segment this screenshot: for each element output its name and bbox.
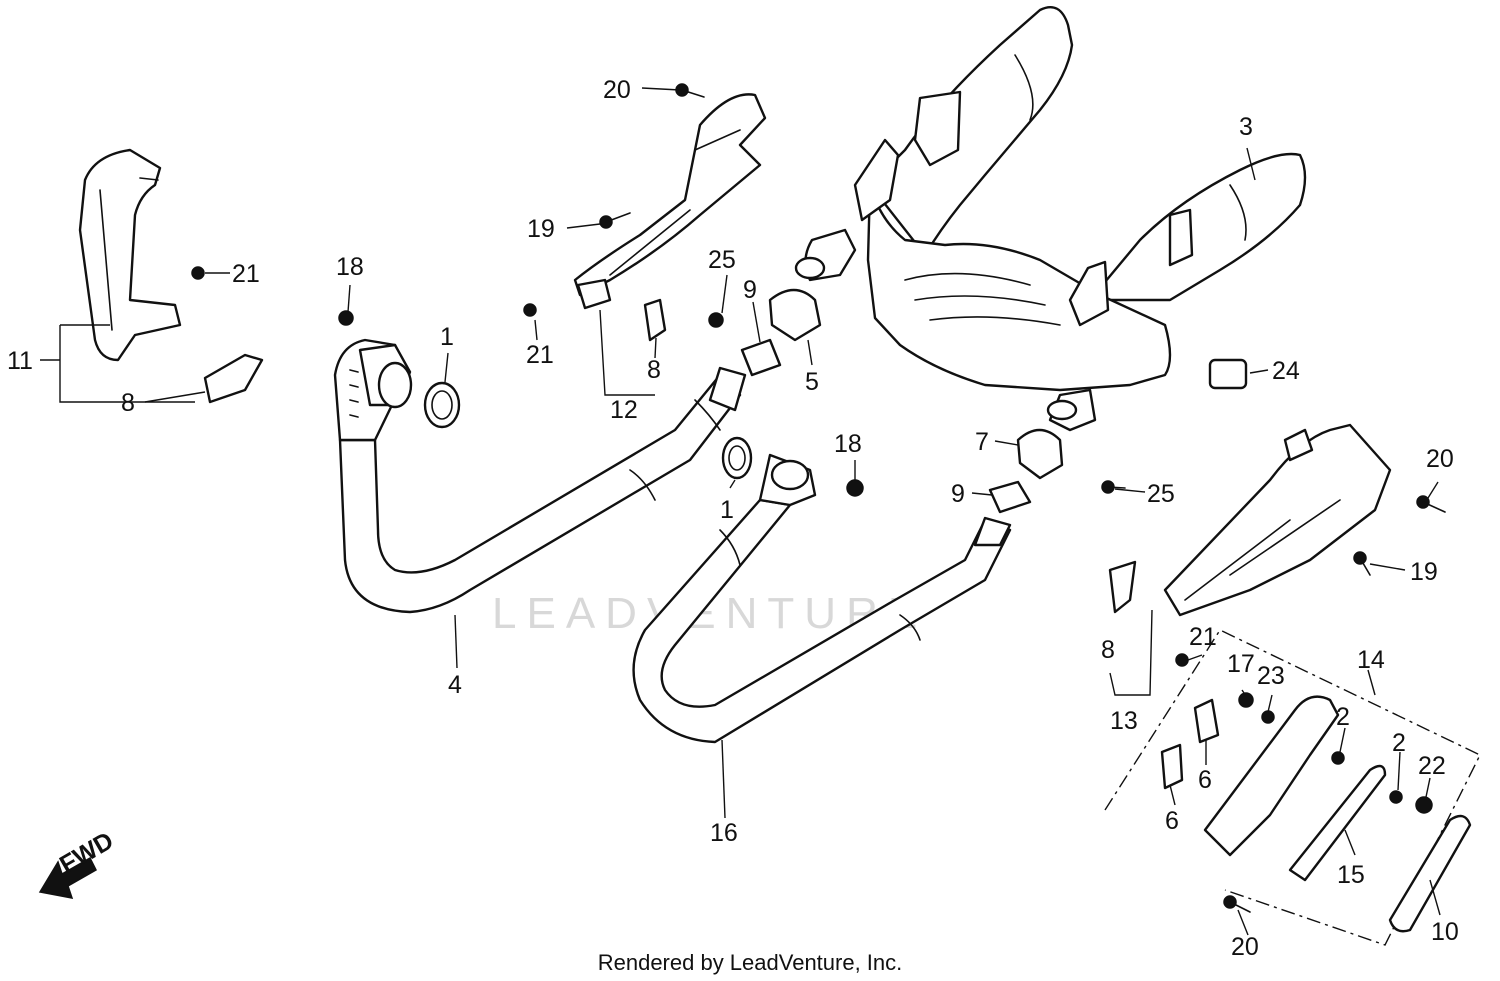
callout-15: 15: [1337, 861, 1365, 889]
callout-24: 24: [1272, 357, 1300, 385]
callout-8-left: 8: [121, 389, 135, 417]
callout-21-left: 21: [232, 260, 260, 288]
callout-13: 13: [1110, 707, 1138, 735]
part-clamp-7[interactable]: [1016, 428, 1064, 480]
callout-14: 14: [1357, 646, 1385, 674]
part-heat-shield-right[interactable]: [1163, 423, 1392, 617]
part-band-8a[interactable]: [203, 353, 264, 404]
part-exhaust-pipe-rear[interactable]: [632, 453, 1012, 744]
callout-19-top: 19: [527, 215, 555, 243]
part-heat-shield-left[interactable]: [78, 148, 182, 362]
callout-21-right: 21: [1189, 623, 1217, 651]
fasteners: [191, 83, 1446, 913]
part-exhaust-joint-9b[interactable]: [988, 480, 1032, 514]
callout-20-bottom: 20: [1231, 933, 1259, 961]
callout-16: 16: [710, 819, 738, 847]
part-exhaust-joint-9a[interactable]: [740, 338, 782, 377]
callout-3: 3: [1239, 113, 1253, 141]
callout-17: 17: [1227, 650, 1255, 678]
callout-8-center: 8: [647, 356, 661, 384]
part-heat-shield-upper[interactable]: [573, 93, 767, 310]
callout-8-right: 8: [1101, 636, 1115, 664]
part-gasket-center[interactable]: [721, 436, 753, 480]
part-gasket-left[interactable]: [423, 381, 461, 429]
part-muffler-assembly[interactable]: [794, 5, 1307, 432]
callout-12: 12: [610, 396, 638, 424]
callout-25-right: 25: [1147, 480, 1175, 508]
part-clamp-5[interactable]: [768, 288, 822, 342]
callout-20-top: 20: [603, 76, 631, 104]
callout-23: 23: [1257, 662, 1285, 690]
part-side-guard-set[interactable]: [1104, 629, 1481, 946]
callout-18-center: 18: [834, 430, 862, 458]
callout-11: 11: [7, 347, 33, 375]
part-band-6b[interactable]: [1160, 743, 1184, 790]
callout-10: 10: [1431, 918, 1459, 946]
footer-credit: Rendered by LeadVenture, Inc.: [597, 950, 903, 975]
part-rubber-24[interactable]: [1208, 358, 1248, 390]
callout-2-right: 2: [1392, 729, 1406, 757]
callout-1-center: 1: [720, 496, 734, 524]
callout-6-upper: 6: [1198, 766, 1212, 794]
callout-1-left: 1: [440, 323, 454, 351]
callout-25-top: 25: [708, 246, 736, 274]
callout-2-left: 2: [1336, 703, 1350, 731]
part-band-6a[interactable]: [1193, 698, 1220, 744]
callout-7: 7: [975, 428, 989, 456]
callout-19-right: 19: [1410, 558, 1438, 586]
callout-20-right: 20: [1426, 445, 1454, 473]
callouts: 20 19 21 18 1 21 25 9 5 8 12 11 8 3 24 7…: [7, 76, 1459, 961]
callout-9-top: 9: [743, 276, 757, 304]
callout-9-center: 9: [951, 480, 965, 508]
callout-18-left: 18: [336, 253, 364, 281]
part-band-8c[interactable]: [1108, 560, 1137, 614]
callout-21-center: 21: [526, 341, 554, 369]
part-exhaust-pipe-front[interactable]: [333, 338, 747, 614]
leader-lines: [40, 87, 1441, 936]
callout-6-lower: 6: [1165, 807, 1179, 835]
callout-4: 4: [448, 671, 462, 699]
fwd-arrow: FWD: [38, 826, 118, 899]
part-band-8b[interactable]: [643, 298, 667, 342]
callout-22: 22: [1418, 752, 1446, 780]
callout-5: 5: [805, 368, 819, 396]
